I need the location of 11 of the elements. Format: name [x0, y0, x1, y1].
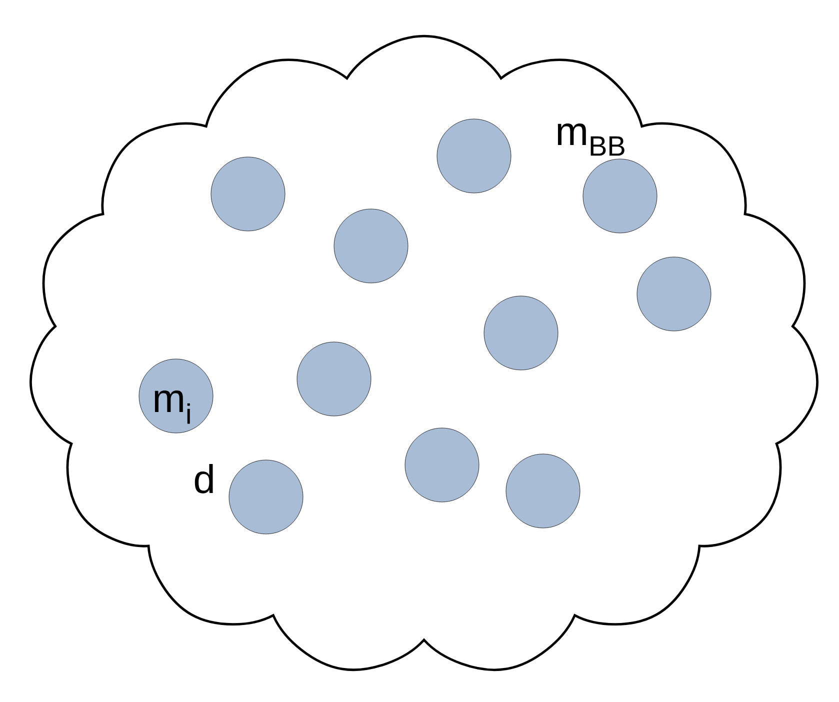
circle: [484, 296, 558, 370]
circle: [296, 342, 372, 416]
circle: [228, 460, 304, 534]
label: d: [194, 464, 213, 494]
circle: [506, 454, 580, 528]
circle: [636, 256, 712, 332]
circle: [436, 118, 512, 194]
circle: [210, 156, 286, 232]
circle: [582, 158, 658, 234]
circle: [404, 428, 480, 502]
circle: [334, 208, 408, 284]
